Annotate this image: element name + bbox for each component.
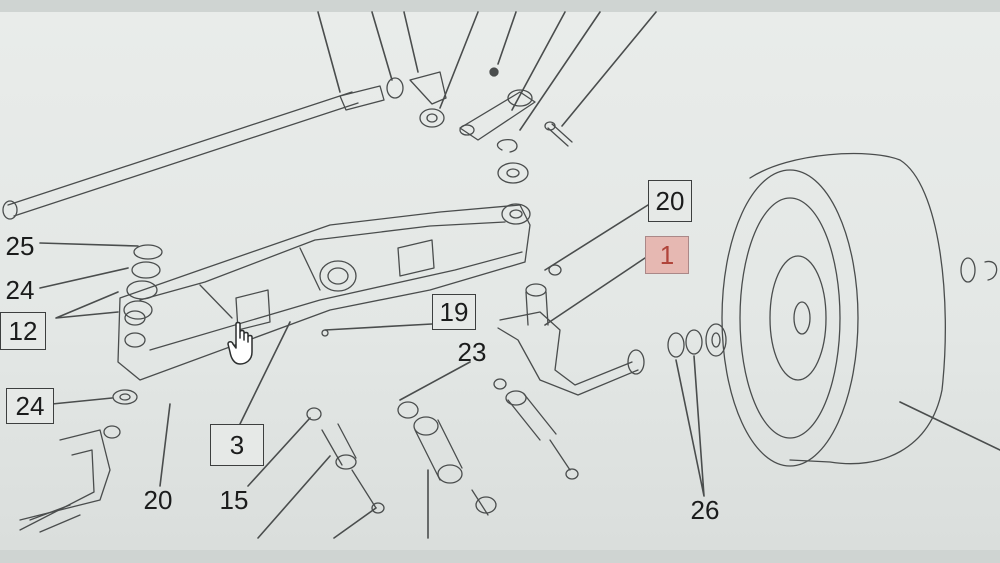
lower-left-spindle [19, 425, 121, 533]
callout-label: 19 [439, 297, 469, 327]
callout-label: 23 [457, 337, 487, 367]
callout-20-upper[interactable]: 20 [648, 180, 692, 222]
callout-23[interactable]: 23 [450, 336, 494, 368]
front-axle-part [117, 203, 531, 381]
callout-label: 24 [15, 391, 45, 421]
callout-label: 25 [5, 231, 35, 261]
callout-label: 26 [690, 495, 720, 525]
callout-24-left[interactable]: 24 [0, 274, 40, 306]
wheel-part [667, 152, 998, 467]
callout-15[interactable]: 15 [212, 484, 256, 516]
callout-label: 20 [143, 485, 173, 515]
callout-19[interactable]: 19 [432, 294, 476, 330]
callout-3[interactable]: 3 [210, 424, 264, 466]
lower-bushings-group [306, 329, 579, 516]
callout-label: 24 [5, 275, 35, 305]
callout-label: 1 [659, 240, 675, 270]
hand-cursor-icon [227, 321, 253, 365]
callout-label: 3 [229, 430, 245, 460]
callout-24-lower[interactable]: 24 [6, 388, 54, 424]
leader-lines-top [317, 11, 657, 131]
callout-25[interactable]: 25 [0, 230, 40, 262]
callout-leaders [39, 204, 1000, 539]
callout-20-lower[interactable]: 20 [136, 484, 180, 516]
washer-stack [112, 244, 163, 405]
tie-rod-part [2, 71, 447, 220]
callout-1-highlighted[interactable]: 1 [645, 236, 689, 274]
upper-hardware-group [419, 67, 573, 184]
callout-26[interactable]: 26 [682, 494, 728, 526]
callout-label: 15 [219, 485, 249, 515]
callout-label: 20 [655, 186, 685, 216]
callout-label: 12 [8, 316, 38, 346]
spindle-part [497, 264, 645, 396]
callout-12[interactable]: 12 [0, 312, 46, 350]
